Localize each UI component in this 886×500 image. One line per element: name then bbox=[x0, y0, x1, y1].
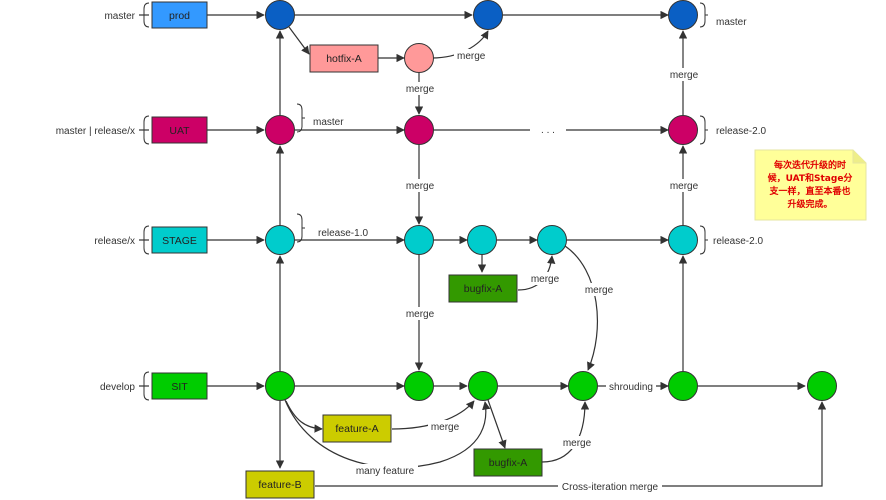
node-sit-4 bbox=[568, 371, 598, 401]
env-box-stage bbox=[151, 226, 208, 254]
bracket-stage bbox=[141, 225, 150, 255]
note-line-3: 支一样，直至本番也 bbox=[768, 185, 850, 197]
node-stage-4 bbox=[537, 225, 567, 255]
box-feature-b bbox=[245, 470, 315, 499]
box-bugfix-a-sit bbox=[473, 448, 543, 477]
node-stage-1 bbox=[265, 225, 295, 255]
label-merge-feature-a: merge bbox=[431, 422, 460, 433]
node-prod-2 bbox=[473, 0, 503, 30]
tag-stage-release2: release-2.0 bbox=[713, 236, 763, 247]
env-box-prod-label: prod bbox=[169, 10, 190, 22]
bracket-uat-master-tag bbox=[296, 103, 305, 133]
env-label-uat: master | release/x bbox=[56, 126, 135, 137]
env-box-uat bbox=[151, 116, 208, 144]
note-line-4: 升级完成。 bbox=[787, 198, 832, 210]
env-box-stage-label: STAGE bbox=[162, 235, 197, 247]
tag-stage-release1: release-1.0 bbox=[318, 228, 368, 239]
label-merge-bugfix-stage: merge bbox=[531, 274, 560, 285]
label-merge-stage-sit: merge bbox=[406, 309, 435, 320]
env-box-uat-label: UAT bbox=[169, 125, 190, 137]
label-merge-stage-to-sit: merge bbox=[585, 285, 614, 296]
label-merge-bugfix-sit: merge bbox=[563, 438, 592, 449]
bracket-uat-release-tag bbox=[699, 115, 708, 145]
box-bugfix-a-stage bbox=[448, 274, 518, 303]
box-feature-b-label: feature-B bbox=[258, 479, 301, 491]
node-sit-1 bbox=[265, 371, 295, 401]
node-hotfix bbox=[404, 43, 434, 73]
node-uat-3 bbox=[668, 115, 698, 145]
label-many-feature: many feature bbox=[356, 466, 415, 477]
note-line-1: 每次迭代升级的时 bbox=[774, 159, 846, 171]
node-sit-6 bbox=[807, 371, 837, 401]
box-bugfix-a-sit-label: bugfix-A bbox=[489, 457, 528, 469]
node-prod-1 bbox=[265, 0, 295, 30]
sticky-note-fold bbox=[852, 150, 866, 164]
edge-stage-to-sit-merge bbox=[564, 245, 598, 371]
node-stage-2 bbox=[404, 225, 434, 255]
edge-bugfix-merge-sit bbox=[541, 401, 590, 463]
node-stage-5 bbox=[668, 225, 698, 255]
box-feature-a bbox=[322, 414, 392, 443]
node-stage-3 bbox=[467, 225, 497, 255]
label-merge-uat-prod: merge bbox=[670, 70, 699, 81]
tag-prod-master: master bbox=[716, 17, 747, 28]
env-box-sit-label: SIT bbox=[171, 381, 188, 393]
node-sit-5 bbox=[668, 371, 698, 401]
env-box-prod bbox=[151, 1, 208, 29]
node-uat-2 bbox=[404, 115, 434, 145]
bracket-stage-release1-tag bbox=[296, 213, 305, 243]
box-feature-a-label: feature-A bbox=[335, 423, 378, 435]
label-ellipsis: . . . bbox=[541, 125, 555, 136]
node-sit-2 bbox=[404, 371, 434, 401]
bracket-prod bbox=[141, 2, 150, 28]
env-box-sit bbox=[151, 372, 208, 400]
label-shrouding: shrouding bbox=[609, 382, 653, 393]
sticky-note bbox=[754, 149, 867, 221]
env-label-sit: develop bbox=[100, 382, 135, 393]
box-bugfix-a-stage-label: bugfix-A bbox=[464, 283, 503, 295]
tag-uat-master: master bbox=[313, 117, 344, 128]
env-label-prod: master bbox=[104, 11, 135, 22]
node-sit-3 bbox=[468, 371, 498, 401]
bracket-uat bbox=[141, 115, 150, 145]
edge-many-feature bbox=[284, 399, 491, 469]
label-cross-iteration-merge: Cross-iteration merge bbox=[562, 482, 659, 493]
bracket-sit bbox=[141, 371, 150, 401]
tag-uat-release2: release-2.0 bbox=[716, 126, 766, 137]
env-label-stage: release/x bbox=[94, 236, 135, 247]
box-hotfix-a-label: hotfix-A bbox=[326, 53, 362, 65]
edge-prod-to-hotfix bbox=[288, 26, 310, 55]
note-line-2: 候，UAT和Stage分 bbox=[768, 172, 853, 184]
edge-sit-to-feature-a bbox=[285, 400, 323, 433]
node-prod-3 bbox=[668, 0, 698, 30]
edge-sit-to-bugfix bbox=[487, 399, 507, 449]
label-merge-uat-stage: merge bbox=[406, 181, 435, 192]
edge-cross-iteration bbox=[315, 401, 827, 487]
bracket-prod-tag bbox=[699, 2, 708, 28]
bracket-stage-release2-tag bbox=[699, 225, 708, 255]
label-merge-hotfix: merge bbox=[457, 51, 486, 62]
box-hotfix-a bbox=[309, 44, 379, 73]
label-merge-stage-uat: merge bbox=[670, 181, 699, 192]
label-merge-hotfix-down: merge bbox=[406, 84, 435, 95]
node-uat-1 bbox=[265, 115, 295, 145]
